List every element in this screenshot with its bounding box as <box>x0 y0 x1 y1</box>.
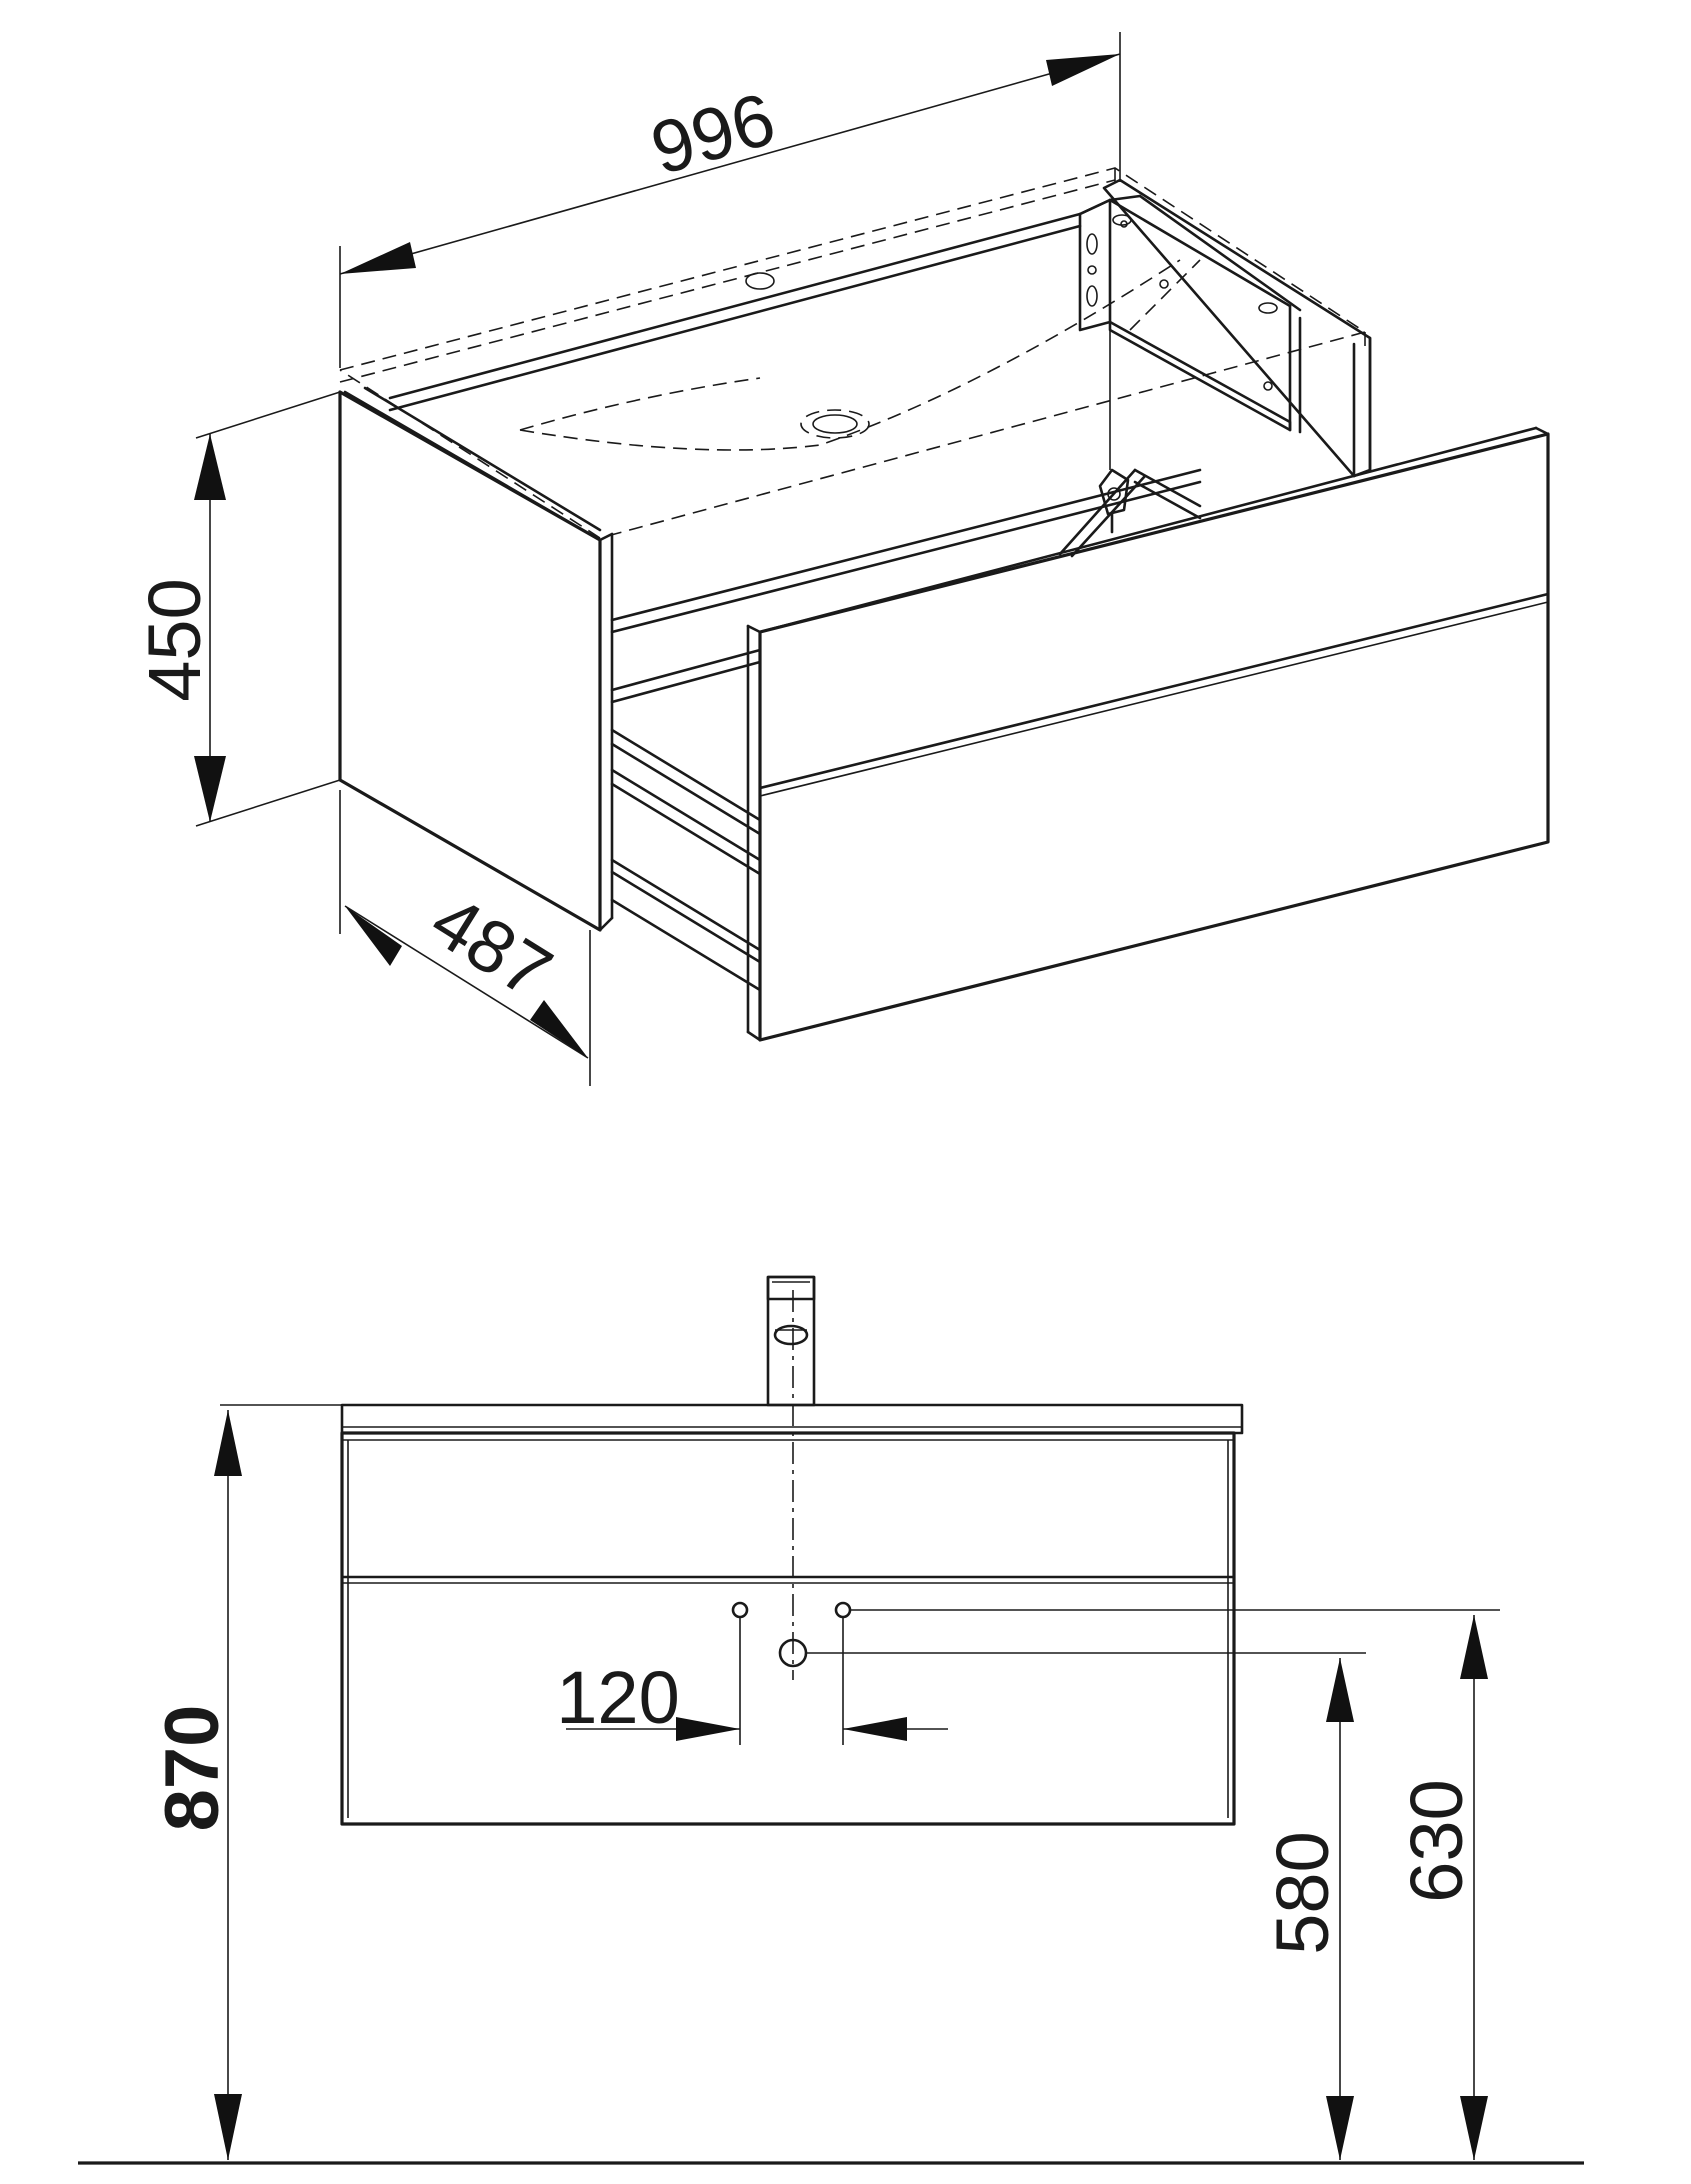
drain-hole <box>800 409 870 439</box>
depth-dimension: 487 <box>339 790 591 1086</box>
basin-top-outline <box>339 167 1367 539</box>
total-height-label: 870 <box>150 1705 235 1832</box>
tap-hole-height-label: 630 <box>1395 1779 1478 1902</box>
top-frame <box>343 198 1112 542</box>
tap-hole <box>745 272 775 290</box>
faucet-icon <box>766 1275 816 1407</box>
height-dimension-label: 450 <box>133 578 216 701</box>
left-side-panel <box>338 390 614 932</box>
total-height-dimension: 870 <box>150 1404 342 2160</box>
cabinet-body <box>340 1431 1236 1826</box>
height-dimension: 450 <box>133 391 341 827</box>
mounting-holes <box>731 1601 852 1619</box>
drawer-front <box>746 426 1550 1042</box>
hole-spacing-dimension: 120 <box>556 1618 948 1745</box>
width-dimension-label: 996 <box>642 77 784 191</box>
basin-countertop <box>340 1403 1244 1435</box>
right-side-panel <box>1102 178 1372 478</box>
drain-height-dimension: 580 <box>806 1652 1366 2160</box>
isometric-view: 996 450 487 <box>133 32 1550 1086</box>
back-mounting-bracket <box>1078 194 1302 434</box>
hole-spacing-label: 120 <box>556 1656 679 1739</box>
tap-hole-height-dimension: 630 <box>850 1609 1500 2160</box>
front-elevation-view: 120 870 580 630 <box>78 1275 1584 2165</box>
drawer-hinge-fitting <box>1098 468 1130 534</box>
drain-height-label: 580 <box>1261 1831 1344 1954</box>
width-dimension: 996 <box>339 32 1121 368</box>
drawer-runners <box>610 468 1202 992</box>
